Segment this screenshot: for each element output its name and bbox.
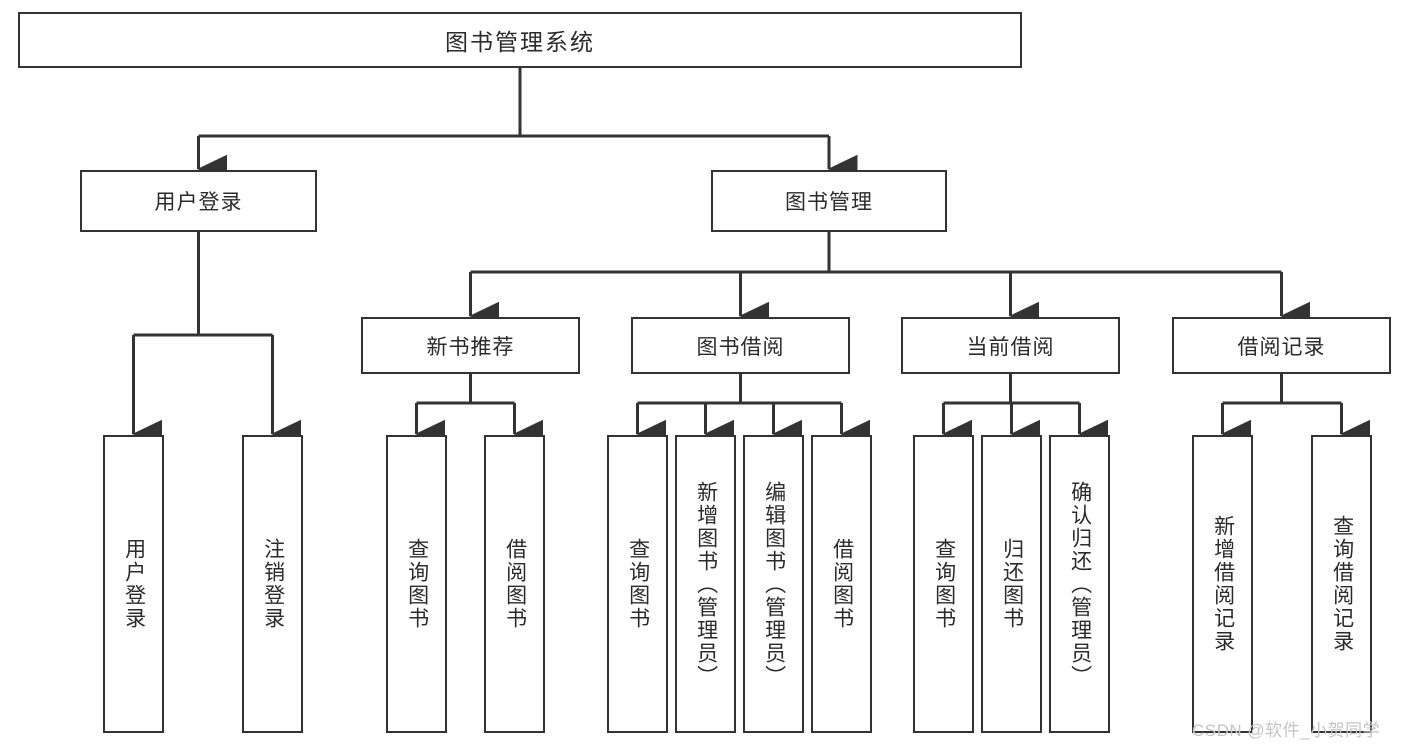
node-label: 确认归还（管理员）	[1068, 480, 1092, 688]
node-label: 查询图书	[932, 538, 956, 630]
node-user-login-do[interactable]: 用户登录	[103, 435, 164, 733]
node-root-title[interactable]: 图书管理系统	[18, 12, 1022, 68]
node-current-borrow[interactable]: 当前借阅	[901, 317, 1120, 374]
node-br-query-record[interactable]: 查询借阅记录	[1311, 435, 1372, 733]
node-label: 借阅图书	[503, 538, 527, 630]
node-label: 借阅图书	[830, 538, 854, 630]
node-bb-query-book[interactable]: 查询图书	[607, 435, 668, 733]
node-label: 注销登录	[261, 538, 285, 630]
tree-edges	[132, 68, 1371, 449]
node-book-manage[interactable]: 图书管理	[711, 170, 947, 232]
node-nbr-borrow-book[interactable]: 借阅图书	[484, 435, 545, 733]
node-label: 新增图书（管理员）	[694, 480, 718, 688]
node-new-book-rec[interactable]: 新书推荐	[361, 317, 580, 374]
node-label: 编辑图书（管理员）	[762, 480, 786, 688]
node-label: 图书管理	[785, 191, 873, 214]
node-borrow-record[interactable]: 借阅记录	[1172, 317, 1391, 374]
node-label: 用户登录	[154, 191, 243, 214]
node-label: 图书管理系统	[445, 29, 595, 55]
node-label: 新增借阅记录	[1211, 515, 1235, 653]
watermark: CSDN @软件_小贺同学	[1192, 721, 1381, 740]
node-cb-return-book[interactable]: 归还图书	[981, 435, 1042, 733]
node-user-logout[interactable]: 注销登录	[242, 435, 303, 733]
node-cb-query-book[interactable]: 查询图书	[913, 435, 974, 733]
node-label: 归还图书	[1000, 538, 1024, 630]
node-bb-add-book[interactable]: 新增图书（管理员）	[675, 435, 736, 733]
node-label: 借阅记录	[1237, 335, 1326, 359]
node-br-add-record[interactable]: 新增借阅记录	[1192, 435, 1253, 733]
node-label: 图书借阅	[696, 335, 785, 359]
node-cb-confirm-return[interactable]: 确认归还（管理员）	[1049, 435, 1110, 733]
node-nbr-query-book[interactable]: 查询图书	[386, 435, 447, 733]
node-label: 查询图书	[626, 538, 650, 630]
node-bb-borrow-book[interactable]: 借阅图书	[811, 435, 872, 733]
node-bb-edit-book[interactable]: 编辑图书（管理员）	[743, 435, 804, 733]
node-label: 用户登录	[122, 538, 146, 630]
node-label: 新书推荐	[426, 335, 515, 359]
node-label: 当前借阅	[966, 335, 1055, 359]
node-label: 查询借阅记录	[1330, 515, 1354, 653]
node-label: 查询图书	[405, 538, 429, 630]
node-book-borrow[interactable]: 图书借阅	[631, 317, 850, 374]
node-user-login[interactable]: 用户登录	[80, 170, 317, 232]
